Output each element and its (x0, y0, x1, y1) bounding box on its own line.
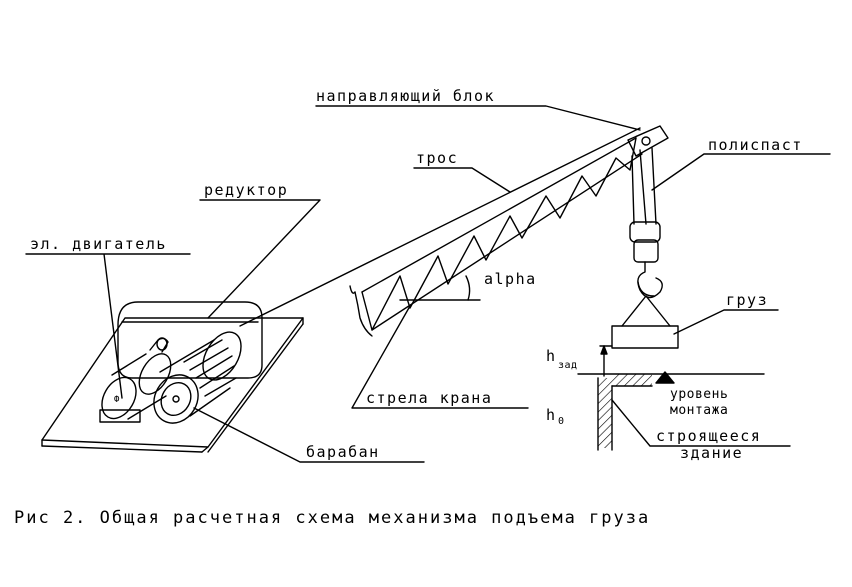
rope-label: трос (416, 149, 458, 167)
leader-drum (193, 407, 425, 463)
h-zad-subscript: зад (558, 360, 578, 371)
leader-guide-block (315, 105, 641, 131)
guide-block (627, 125, 669, 157)
drum (153, 331, 242, 424)
pulley-system-label: полиспаст (708, 136, 803, 154)
guide-block-label: направляющий блок (316, 87, 495, 105)
building-label-line2: здание (680, 444, 743, 462)
motor-mark: Ф (114, 395, 120, 405)
h0-label: h (546, 406, 557, 424)
leader-rope (413, 167, 511, 193)
mounting-level-line2: монтажа (670, 403, 728, 418)
reducer-housing (117, 301, 263, 379)
h0-subscript: 0 (558, 416, 565, 427)
load-label: груз (726, 291, 768, 309)
crane-boom (349, 137, 643, 337)
h-zad-label: h (546, 347, 557, 365)
base-plate (41, 317, 304, 448)
building-structure (577, 371, 765, 451)
building-label-line1: строящееся (656, 427, 761, 445)
leader-boom (351, 305, 529, 409)
reducer-label: редуктор (204, 181, 288, 199)
figure-caption: Рис 2. Общая расчетная схема механизма п… (14, 508, 650, 528)
motor-label: эл. двигатель (30, 235, 167, 253)
leader-pulley (651, 153, 831, 191)
boom-label: стрела крана (366, 389, 492, 407)
leader-building (611, 399, 791, 447)
electric-motor (99, 337, 172, 423)
rope (239, 127, 641, 327)
mounting-level-line1: уровень (670, 387, 728, 402)
leader-reducer (199, 199, 321, 319)
drum-label: барабан (306, 443, 380, 461)
angle-label: alpha (484, 270, 537, 288)
leader-motor (25, 253, 191, 399)
load (611, 295, 679, 349)
pulley-system (629, 147, 663, 299)
leader-load (673, 309, 779, 335)
